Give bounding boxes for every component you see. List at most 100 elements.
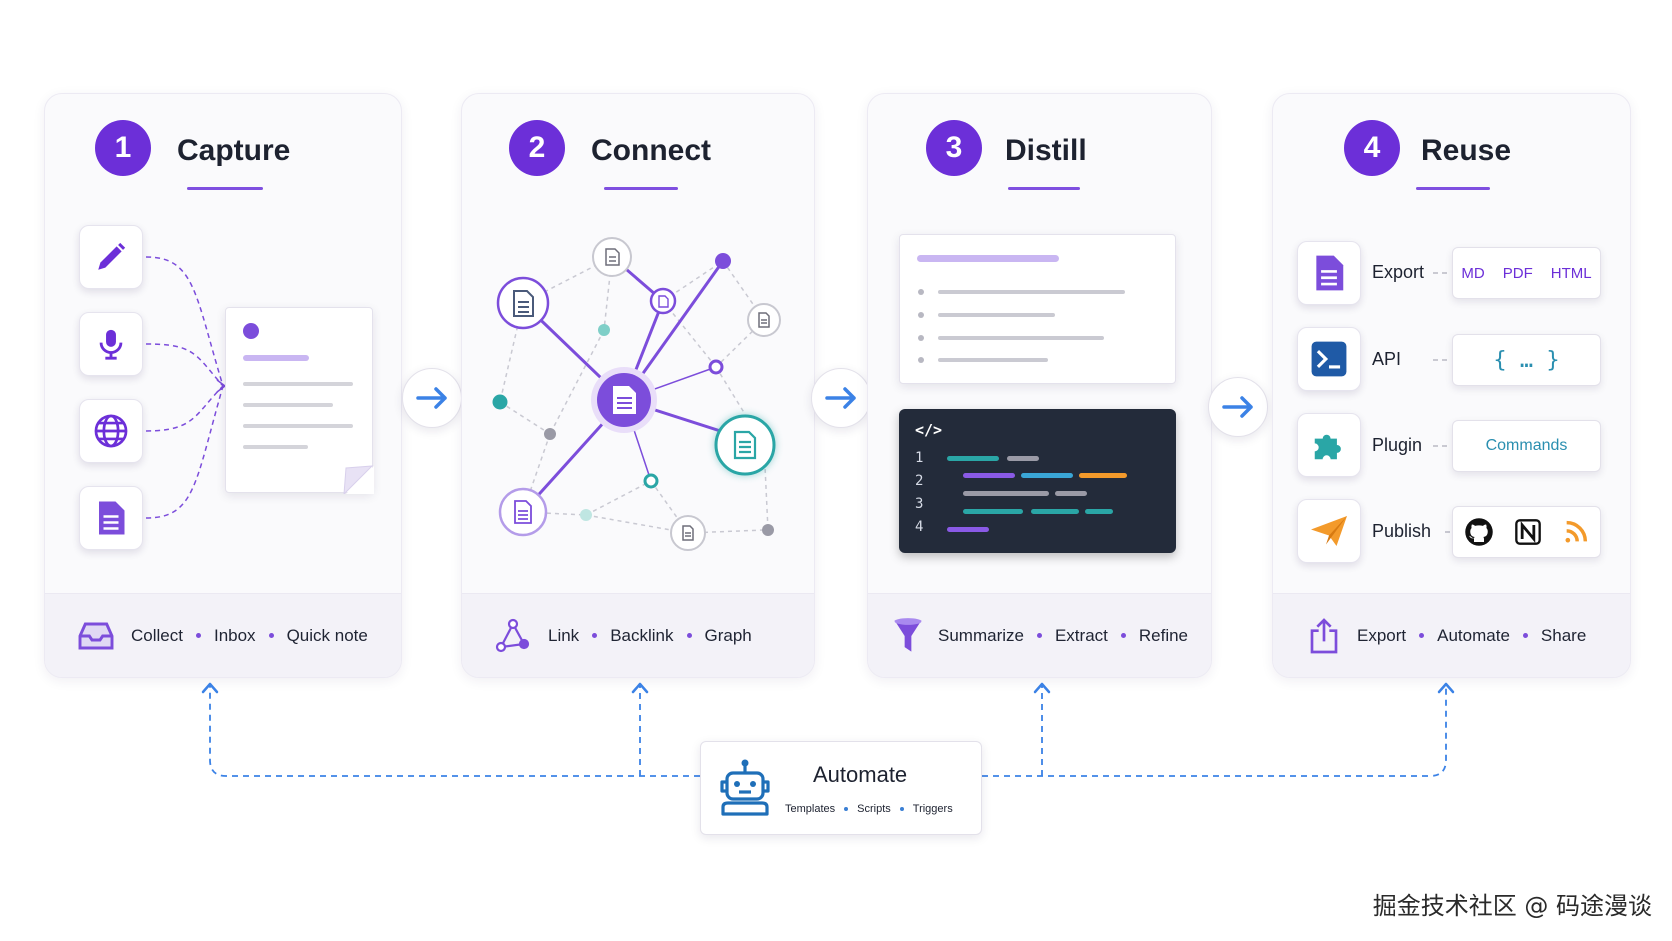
separator-dot xyxy=(844,807,849,811)
reuse-plugin-tile[interactable] xyxy=(1297,413,1361,477)
line-number: 3 xyxy=(915,496,924,512)
github-icon[interactable] xyxy=(1464,517,1494,547)
code-tag-icon: </> xyxy=(915,421,943,439)
commands-label: Commands xyxy=(1485,437,1568,454)
reuse-api-tile[interactable] xyxy=(1297,327,1361,391)
footer-item: Quick note xyxy=(286,625,368,645)
code-token xyxy=(1085,509,1113,514)
flow-arrow xyxy=(811,368,871,428)
code-token xyxy=(1079,473,1127,478)
separator-dot xyxy=(1036,633,1042,638)
line-number: 2 xyxy=(915,473,924,489)
footer-item: Inbox xyxy=(213,625,256,645)
footer-item: Refine xyxy=(1138,625,1189,645)
globe-icon xyxy=(94,414,128,448)
separator-dot xyxy=(1120,633,1126,638)
notion-icon[interactable] xyxy=(1514,518,1542,546)
code-token xyxy=(1055,491,1087,496)
automate-title: Automate xyxy=(813,762,908,787)
captured-note-page xyxy=(225,307,374,494)
code-token xyxy=(963,509,1023,514)
code-token xyxy=(1021,473,1073,478)
arrow-right-icon xyxy=(416,387,447,409)
title-underline xyxy=(1008,187,1080,190)
inbox-tray-icon xyxy=(75,615,117,657)
line-number: 1 xyxy=(915,450,924,466)
distill-card: 3 Distill </> 1 2 3 4 xyxy=(867,93,1212,678)
reuse-label: Export xyxy=(1372,262,1425,282)
source-microphone-tile[interactable] xyxy=(79,312,143,376)
summary-card xyxy=(899,234,1176,384)
api-json-box[interactable]: { … } xyxy=(1452,334,1601,386)
automate-item[interactable]: Templates xyxy=(785,803,836,815)
microphone-icon xyxy=(99,329,123,360)
knowledge-graph xyxy=(492,237,781,551)
code-token xyxy=(963,473,1015,478)
separator-dot xyxy=(1522,633,1528,638)
separator-dot xyxy=(195,633,201,638)
code-token xyxy=(963,491,1049,496)
reuse-card: 4 Reuse Export MD PDF HTML API { … } xyxy=(1272,93,1631,678)
json-braces: { … } xyxy=(1493,347,1560,373)
connect-card: 2 Connect xyxy=(461,93,815,678)
robot-icon xyxy=(720,759,770,816)
connect-footer: Link Backlink Graph xyxy=(462,593,814,677)
separator-dot xyxy=(268,633,274,638)
rss-icon[interactable] xyxy=(1562,518,1590,546)
plugin-commands-box[interactable]: Commands xyxy=(1452,420,1601,472)
source-globe-tile[interactable] xyxy=(79,399,143,463)
footer-item: Export xyxy=(1357,625,1407,645)
automate-item[interactable]: Triggers xyxy=(912,803,953,815)
step-title: Distill xyxy=(1005,134,1087,167)
automate-box[interactable]: Automate Templates Scripts Triggers xyxy=(700,741,982,835)
footer-item: Collect xyxy=(131,625,183,645)
step-title: Connect xyxy=(591,134,711,167)
puzzle-icon xyxy=(1314,434,1341,460)
reuse-export-tile[interactable] xyxy=(1297,241,1361,305)
paper-plane-icon xyxy=(1311,516,1347,546)
reuse-footer: Export Automate Share xyxy=(1273,593,1630,677)
code-token xyxy=(1007,456,1039,461)
code-token xyxy=(947,456,999,461)
flow-arrow xyxy=(1208,377,1268,437)
step-number-badge: 4 xyxy=(1344,120,1400,176)
footer-item: Summarize xyxy=(938,625,1024,645)
format-pdf[interactable]: PDF xyxy=(1502,264,1533,282)
footer-item: Backlink xyxy=(610,625,674,645)
arrow-right-icon xyxy=(1222,396,1253,418)
share-upload-icon xyxy=(1303,615,1345,657)
reuse-label: Plugin xyxy=(1372,435,1423,455)
footer-item: Graph xyxy=(704,625,752,645)
code-snippet: </> 1 2 3 4 xyxy=(899,409,1176,553)
reuse-publish-tile[interactable] xyxy=(1297,499,1361,563)
export-formats-box[interactable]: MD PDF HTML xyxy=(1452,247,1601,299)
reuse-label: API xyxy=(1372,349,1402,369)
separator-dot xyxy=(1419,633,1425,638)
capture-card: 1 Capture xyxy=(44,93,402,678)
footer-item: Extract xyxy=(1054,625,1108,645)
title-underline xyxy=(1416,187,1490,190)
source-document-tile[interactable] xyxy=(79,486,143,550)
automate-item[interactable]: Scripts xyxy=(857,803,891,815)
step-number-badge: 3 xyxy=(926,120,982,176)
code-token xyxy=(1031,509,1079,514)
note-content xyxy=(243,323,374,494)
format-html[interactable]: HTML xyxy=(1550,264,1592,282)
separator-dot xyxy=(899,807,904,811)
flow-arrow xyxy=(402,368,462,428)
format-md[interactable]: MD xyxy=(1461,264,1485,282)
distill-footer: Summarize Extract Refine xyxy=(868,593,1211,677)
separator-dot xyxy=(686,633,692,638)
separator-dot xyxy=(592,633,598,638)
footer-item: Link xyxy=(548,625,580,645)
capture-footer: Collect Inbox Quick note xyxy=(45,593,401,677)
arrow-right-icon xyxy=(825,387,856,409)
source-pencil-tile[interactable] xyxy=(79,225,143,289)
step-title: Reuse xyxy=(1421,134,1512,167)
footer-item: Automate xyxy=(1437,625,1510,645)
step-number-badge: 1 xyxy=(95,120,151,176)
footer-item: Share xyxy=(1540,625,1587,645)
funnel-icon xyxy=(890,615,926,657)
pencil-icon xyxy=(98,242,126,270)
publish-targets-box xyxy=(1452,506,1601,558)
